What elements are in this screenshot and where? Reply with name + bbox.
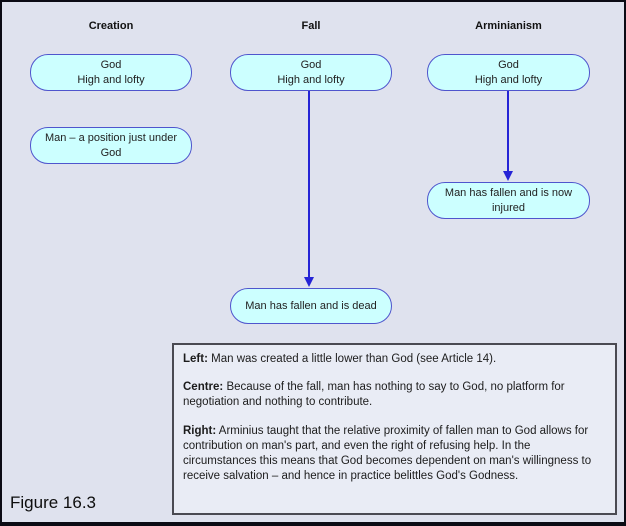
arrow-fall-down-icon (304, 91, 314, 287)
column-title-arminianism: Arminianism (475, 20, 542, 32)
column-title-fall: Fall (301, 20, 321, 32)
figure-label: Figure 16.3 (10, 493, 96, 512)
note-centre-label: Centre: (183, 381, 224, 394)
box-arminianism-god: God High and lofty (427, 54, 590, 91)
arrow-line (507, 91, 509, 173)
note-right-text: Arminius taught that the relative proxim… (183, 424, 592, 483)
note-right-label: Right: (183, 424, 217, 437)
column-title-creation: Creation (88, 20, 134, 32)
note-centre-text: Because of the fall, man has nothing to … (183, 381, 565, 409)
box-creation-man: Man – a position just under God (30, 127, 192, 164)
note-left-label: Left: (183, 353, 208, 365)
box-arminianism-man: Man has fallen and is now injured (427, 182, 590, 219)
arrow-arminianism-down-icon (503, 91, 513, 181)
arrow-head-icon (304, 277, 314, 287)
arrow-line (308, 91, 310, 279)
note-right: Right: Arminius taught that the relative… (183, 424, 606, 485)
note-centre: Centre: Because of the fall, man has not… (183, 380, 606, 410)
note-left: Left: Man was created a little lower tha… (183, 352, 606, 367)
notes-box: Left: Man was created a little lower tha… (172, 343, 617, 515)
arrow-head-icon (503, 171, 513, 181)
box-fall-god: God High and lofty (230, 54, 392, 91)
box-creation-god: God High and lofty (30, 54, 192, 91)
note-left-text: Man was created a little lower than God … (211, 353, 497, 365)
box-fall-man: Man has fallen and is dead (230, 288, 392, 324)
